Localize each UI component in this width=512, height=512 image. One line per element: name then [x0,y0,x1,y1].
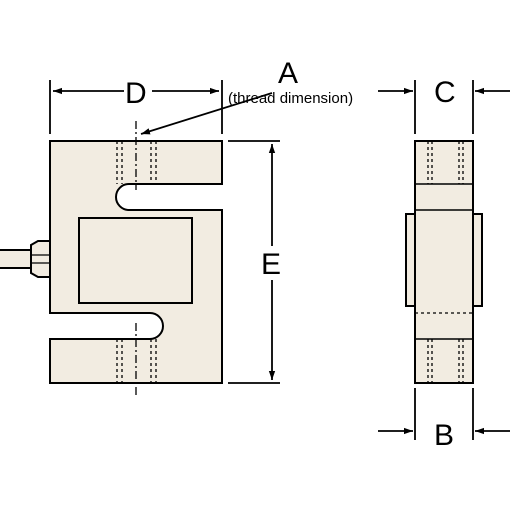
cable-gland [0,240,51,278]
front-view: D A (thread dimension) E [0,57,353,395]
top-thread-hidden-lines [116,141,157,184]
dimension-a-leader [140,92,273,135]
label-e: E [261,248,281,281]
gauge-cover-plate [78,217,193,304]
side-body [414,140,474,384]
side-view: C B [378,76,510,452]
bottom-thread-hidden-lines [116,339,157,383]
hex-nut [30,240,51,278]
dimension-b [378,388,510,440]
label-a: A [278,57,298,90]
label-b: B [434,419,454,452]
side-thread-hidden-lines [427,141,464,383]
label-c: C [434,76,456,109]
thread-dimension-note: (thread dimension) [228,90,353,107]
dimension-c [378,80,510,134]
dimension-e [228,140,280,384]
cable [0,249,33,269]
label-d: D [125,77,147,110]
dimension-d [49,80,223,134]
